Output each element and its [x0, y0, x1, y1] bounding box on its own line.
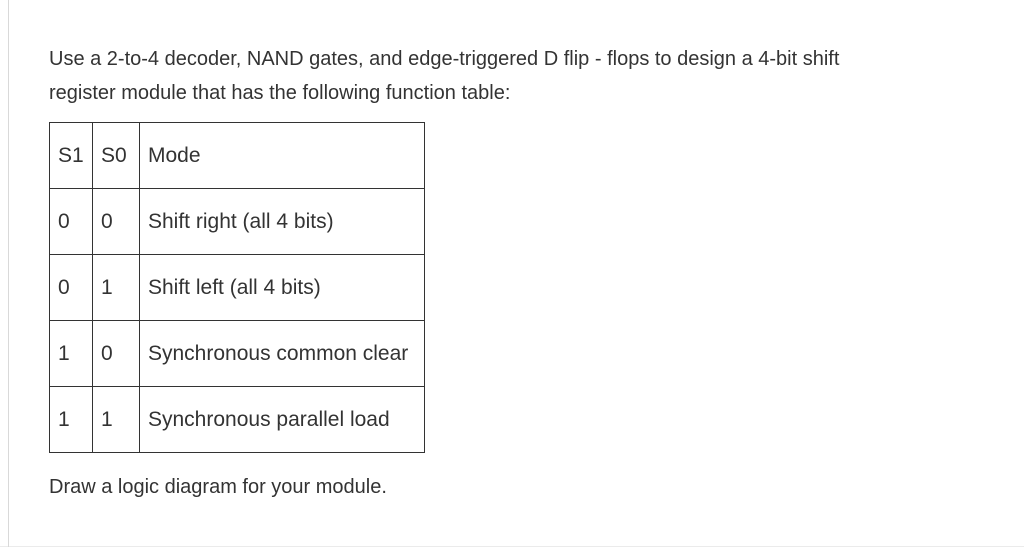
table-row: 1 0 Synchronous common clear [49, 320, 425, 387]
table-cell-s1: 0 [49, 188, 93, 255]
table-cell-s0: 1 [92, 254, 140, 321]
table-header-row: S1 S0 Mode [49, 122, 425, 189]
table-cell-s0: 1 [92, 386, 140, 453]
question-line-1: Use a 2-to-4 decoder, NAND gates, and ed… [49, 48, 840, 70]
table-cell-mode: Shift right (all 4 bits) [139, 188, 425, 255]
table-row: 1 1 Synchronous parallel load [49, 386, 425, 453]
question-text: Use a 2-to-4 decoder, NAND gates, and ed… [49, 42, 979, 110]
question-line-2: register module that has the following f… [49, 82, 511, 104]
table-cell-mode: Shift left (all 4 bits) [139, 254, 425, 321]
table-cell-s1: 1 [49, 386, 93, 453]
table-cell-mode: Synchronous parallel load [139, 386, 425, 453]
table-cell-s0: 0 [92, 320, 140, 387]
question-content: Use a 2-to-4 decoder, NAND gates, and ed… [49, 42, 979, 504]
page-left-rule [8, 0, 9, 547]
col-header-s1: S1 [49, 122, 93, 189]
table-cell-s1: 0 [49, 254, 93, 321]
table-cell-s1: 1 [49, 320, 93, 387]
col-header-mode: Mode [139, 122, 425, 189]
table-cell-s0: 0 [92, 188, 140, 255]
function-table: S1 S0 Mode 0 0 Shift right (all 4 bits) … [49, 122, 425, 453]
col-header-s0: S0 [92, 122, 140, 189]
table-row: 0 0 Shift right (all 4 bits) [49, 188, 425, 255]
table-cell-mode: Synchronous common clear [139, 320, 425, 387]
table-row: 0 1 Shift left (all 4 bits) [49, 254, 425, 321]
instruction-text: Draw a logic diagram for your module. [49, 476, 387, 498]
